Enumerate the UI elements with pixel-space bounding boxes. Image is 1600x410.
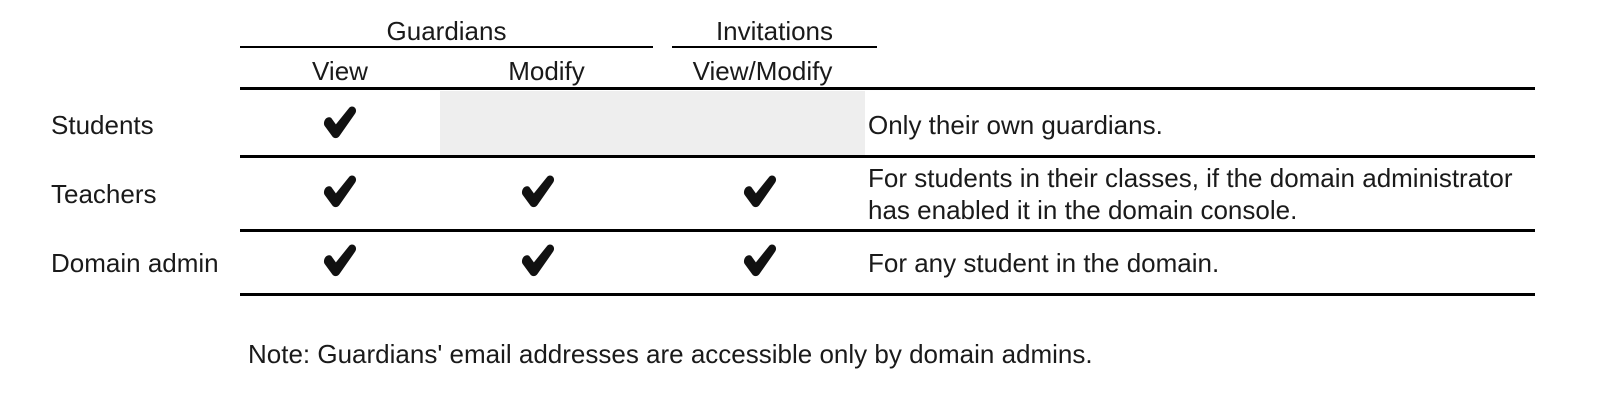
check-mark-icon (516, 239, 560, 283)
row-description-teachers: For students in their classes, if the do… (868, 163, 1513, 225)
group-rule-invitations (672, 46, 877, 48)
table-note: Note: Guardians' email addresses are acc… (248, 339, 1093, 369)
check-mark-icon (738, 239, 782, 283)
check-mark-icon (516, 170, 560, 214)
group-rule-guardians (240, 46, 653, 48)
column-header-view-modify: View/Modify (692, 56, 833, 86)
row-description-students: Only their own guardians. (868, 110, 1163, 140)
row-rule-after-students (240, 155, 1535, 158)
check-mark-icon (318, 101, 362, 145)
column-header-view: View (312, 56, 368, 86)
header-bottom-rule (240, 87, 1535, 90)
row-description-domain-admin: For any student in the domain. (868, 248, 1220, 278)
check-mark-icon (318, 170, 362, 214)
table-bottom-rule (240, 293, 1535, 296)
row-label-domain-admin: Domain admin (51, 248, 219, 278)
row-label-students: Students (51, 110, 154, 140)
cell-students-modify-disabled (440, 91, 865, 155)
column-group-guardians: Guardians (386, 16, 507, 46)
row-label-teachers: Teachers (51, 179, 157, 209)
check-mark-icon (738, 170, 782, 214)
column-group-invitations: Invitations (715, 16, 834, 46)
check-mark-icon (318, 239, 362, 283)
column-header-modify: Modify (508, 56, 585, 86)
row-rule-after-teachers (240, 229, 1535, 232)
